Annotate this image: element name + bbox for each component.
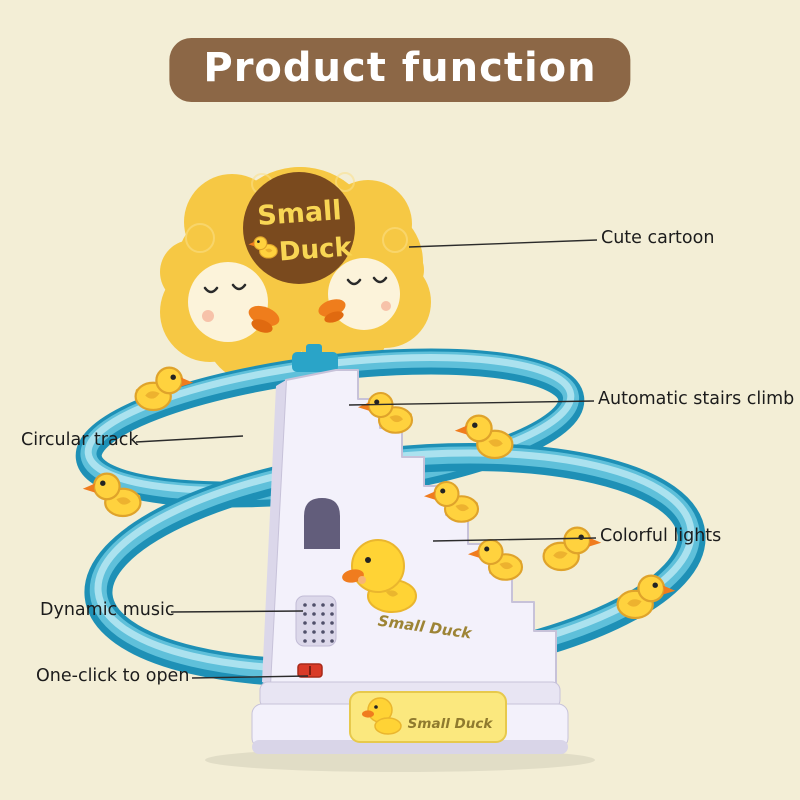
duckling-figure: [542, 526, 603, 572]
brand-text-line1: Small: [256, 195, 342, 232]
callout-line-one-click-to-open: [191, 675, 309, 679]
tower-body-and-stairs: [269, 369, 557, 687]
callout-label-automatic-stairs-climb: Automatic stairs climb: [598, 389, 795, 409]
page-title: Product function: [169, 38, 631, 102]
callout-lines: [135, 239, 598, 679]
callout-label-circular-track: Circular track: [21, 430, 139, 450]
callout-label-dynamic-music: Dynamic music: [40, 600, 175, 620]
backdrop-duck-left: [188, 262, 280, 342]
backdrop-pattern: [185, 172, 408, 253]
tower-arch-window: [304, 498, 340, 549]
tower-duck-decal: [342, 539, 417, 613]
base-sticker-label: Small Duck: [408, 716, 494, 732]
callout-line-dynamic-music: [170, 610, 304, 613]
callout-line-circular-track: [135, 435, 244, 443]
stair-tower: Small Duck: [251, 344, 569, 754]
speaker-grille: [295, 595, 337, 647]
callout-label-cute-cartoon: Cute cartoon: [601, 228, 715, 248]
tower-side-shade: [262, 380, 286, 686]
callout-label-one-click-to-open: One-click to open: [36, 666, 190, 686]
callout-label-colorful-lights: Colorful lights: [600, 526, 722, 546]
callout-line-colorful-lights: [432, 537, 597, 542]
base-sticker: Small Duck: [349, 691, 507, 743]
callout-line-cute-cartoon: [408, 239, 598, 248]
tower-track-entry: [292, 352, 338, 372]
brand-text-line2: Duck: [278, 232, 353, 267]
callout-line-automatic-stairs-climb: [348, 400, 595, 406]
backdrop-duck-right: [318, 258, 400, 330]
tower-base: Small Duck: [251, 681, 569, 754]
power-switch[interactable]: [297, 663, 323, 678]
